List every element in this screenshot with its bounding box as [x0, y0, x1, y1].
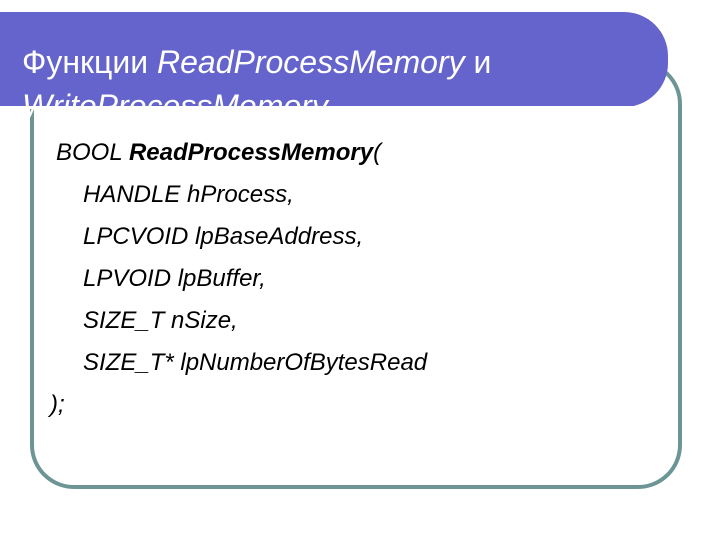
title-banner: Функции ReadProcessMemory и WriteProcess…: [0, 12, 668, 124]
function-signature: BOOL ReadProcessMemory( HANDLE hProcess,…: [50, 132, 428, 426]
param-line-nsize: SIZE_T nSize,: [83, 307, 238, 334]
param-line-hprocess: HANDLE hProcess,: [83, 181, 294, 208]
param-line-lpbaseaddress: LPCVOID lpBaseAddress,: [83, 223, 364, 250]
function-name: ReadProcessMemory: [128, 139, 374, 166]
title-prefix: Функции: [22, 44, 157, 80]
signature-header-line: BOOL ReadProcessMemory(: [56, 132, 427, 174]
content-frame: [30, 60, 682, 489]
signature-close-line: );: [50, 391, 65, 418]
title-conjunction: и: [464, 44, 492, 80]
return-type: BOOL: [56, 139, 129, 166]
slide-title: Функции ReadProcessMemory и WriteProcess…: [22, 40, 662, 128]
param-line-lpnumberofbytesread: SIZE_T* lpNumberOfBytesRead: [83, 349, 428, 376]
open-paren: (: [373, 139, 382, 166]
param-line-lpbuffer: LPVOID lpBuffer,: [83, 265, 266, 292]
title-function-read: ReadProcessMemory: [156, 44, 465, 80]
title-underline-rule: [0, 106, 638, 109]
